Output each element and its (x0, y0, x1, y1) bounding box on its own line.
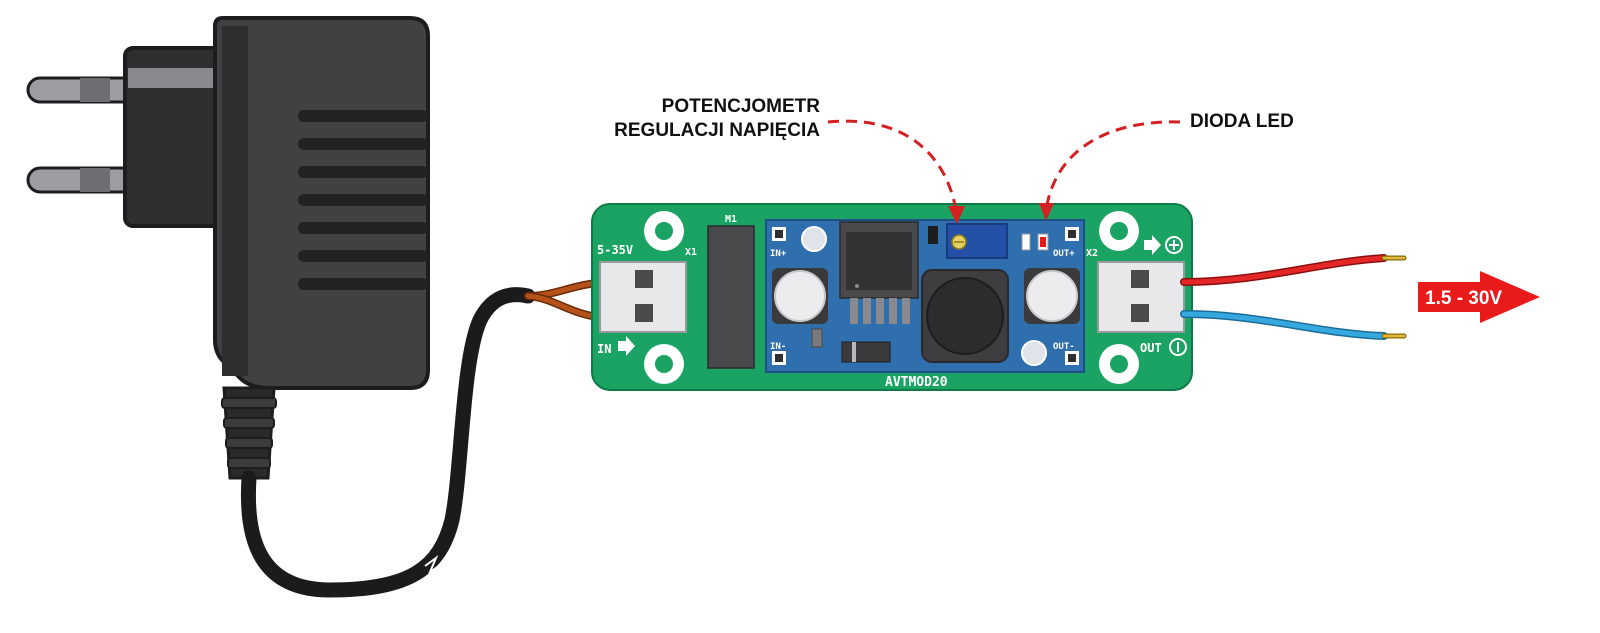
led-callout-label: DIODA LED (1190, 111, 1294, 132)
power-adapter (26, 16, 430, 480)
diode (841, 341, 891, 363)
output-voltage-text: 1.5 - 30V (1425, 288, 1502, 309)
m1-label: M1 (725, 214, 737, 225)
power-cable (240, 287, 536, 598)
module-hole (801, 226, 827, 252)
x2-label: X2 (1086, 248, 1098, 259)
regulator-ic (839, 221, 919, 324)
module-in-minus-label: IN- (770, 342, 786, 352)
cable-strain-relief (221, 386, 277, 480)
in-label: IN (597, 342, 611, 356)
potentiometer-callout-arrowhead (948, 206, 965, 224)
output-voltage-badge: 1.5 - 30V (1418, 271, 1540, 323)
inductor (921, 269, 1009, 363)
led-callout: DIODA LED (1039, 111, 1294, 221)
adapter-side-shade (222, 26, 248, 376)
potentiometer-callout: POTENCJOMETR REGULACJI NAPIĘCIA (614, 96, 965, 224)
adapter-vents (298, 110, 428, 290)
potentiometer-callout-line2: REGULACJI NAPIĘCIA (614, 120, 820, 141)
module-hole (1021, 340, 1047, 366)
mounting-hole (644, 211, 684, 251)
plug-collar-highlight (128, 68, 222, 88)
led-indicator (1021, 233, 1049, 251)
input-arrow-icon (618, 336, 635, 356)
module-in-plus-label: IN+ (770, 249, 787, 259)
led-callout-arrowhead (1039, 203, 1054, 221)
potentiometer-callout-line1: POTENCJOMETR (662, 96, 821, 117)
plus-icon (1165, 236, 1183, 254)
output-arrow-icon (1144, 235, 1161, 255)
smd-resistor (811, 328, 823, 348)
output-wire-positive (1180, 254, 1407, 286)
input-terminal-block (599, 261, 687, 333)
mounting-hole (1099, 344, 1139, 384)
out-label: OUT (1140, 341, 1162, 355)
output-capacitor (1024, 268, 1080, 324)
input-capacitor (772, 268, 828, 324)
module-out-minus-label: OUT- (1053, 342, 1075, 352)
output-terminal-block (1097, 261, 1185, 333)
module-out-plus-label: OUT+ (1053, 249, 1075, 259)
board-name: AVTMOD20 (885, 375, 948, 390)
output-wire-negative (1180, 310, 1407, 340)
potentiometer-callout-line (827, 119, 958, 211)
potentiometer[interactable] (946, 223, 1008, 259)
led-callout-line (1045, 120, 1181, 206)
plug-pins (26, 76, 140, 194)
mounting-hole (644, 344, 684, 384)
minus-icon (1169, 338, 1187, 356)
input-range-label: 5-35V (597, 243, 633, 257)
x1-label: X1 (685, 247, 697, 258)
m1-component (707, 225, 755, 369)
smd-resistor (928, 226, 938, 244)
mounting-hole (1099, 211, 1139, 251)
cable-break-mark (424, 555, 443, 575)
regulator-module: IN+ IN- OUT+ OUT- (765, 219, 1085, 373)
